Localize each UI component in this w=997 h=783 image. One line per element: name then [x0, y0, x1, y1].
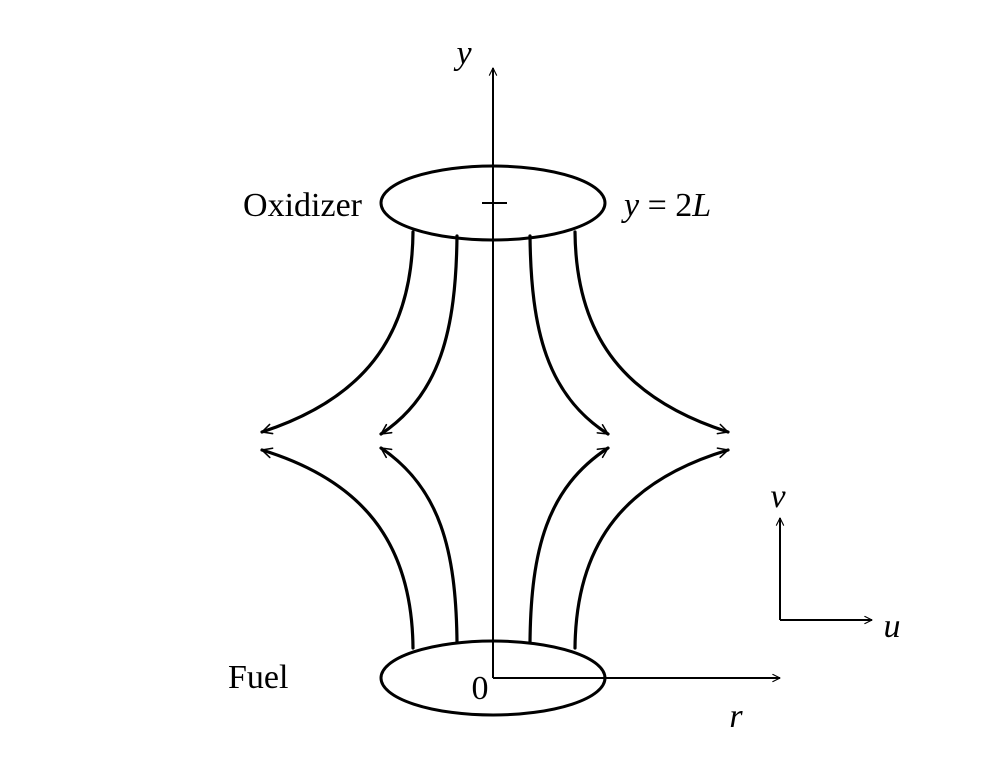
streamline-top-inner-left	[379, 234, 459, 436]
u-label: u	[884, 608, 901, 645]
v-label: v	[770, 478, 786, 515]
top-position-L: L	[691, 187, 711, 224]
top-streamlines	[260, 230, 730, 436]
r-axis-label: r	[729, 698, 743, 735]
oxidizer-label: Oxidizer	[243, 187, 363, 224]
top-position-label: y = 2L	[621, 187, 711, 224]
streamline-top-outer-left	[260, 230, 415, 435]
streamline-top-outer-right	[573, 230, 730, 435]
streamline-bottom-inner-left	[379, 446, 459, 644]
streamline-bottom-outer-left	[260, 447, 415, 650]
streamline-bottom-inner-right	[528, 446, 610, 644]
bottom-streamlines	[260, 446, 730, 650]
y-axis-label: y	[453, 35, 472, 72]
streamline-bottom-outer-right	[573, 447, 730, 650]
top-position-y: y	[621, 187, 640, 224]
velocity-indicator	[775, 517, 873, 625]
fuel-label: Fuel	[228, 659, 288, 696]
top-position-eq: = 2	[639, 187, 692, 224]
origin-label: 0	[472, 670, 489, 707]
streamline-top-inner-right	[528, 234, 610, 436]
